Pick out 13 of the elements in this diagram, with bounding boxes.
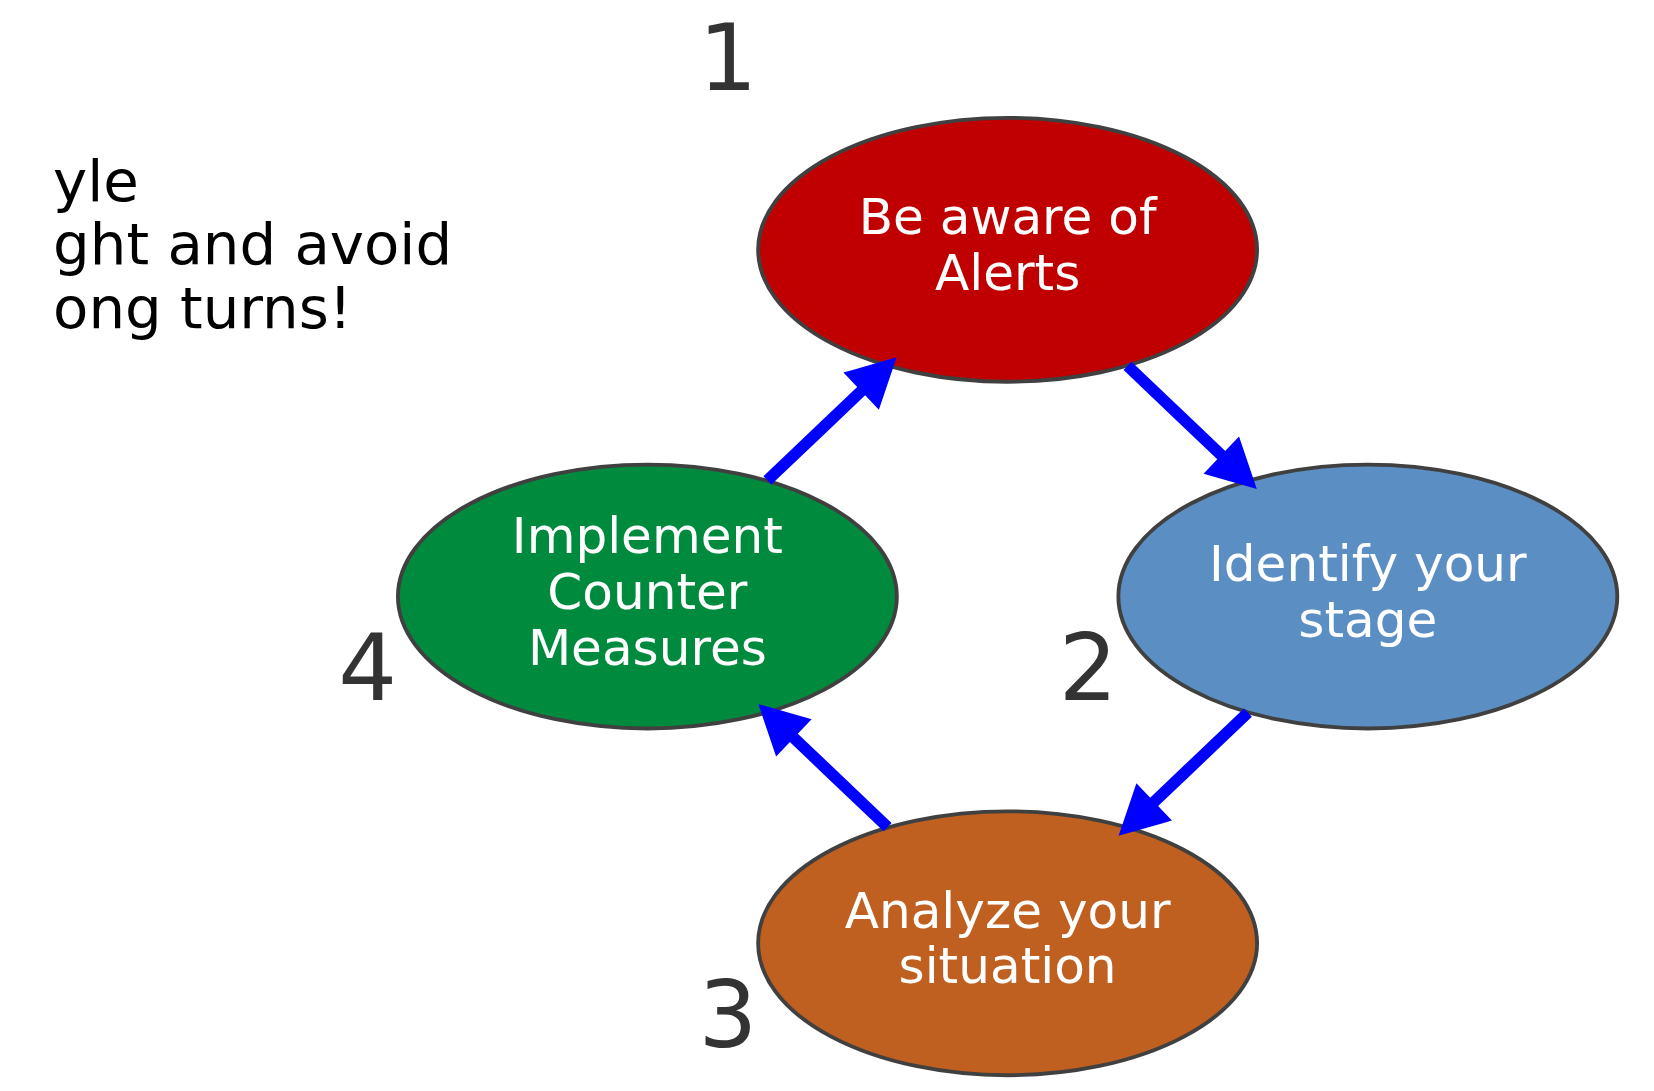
label: yle (52, 146, 139, 215)
arrow (757, 704, 892, 832)
node-ellipse: Analyze your situation (755, 809, 1259, 1078)
node-label: 3 (697, 961, 757, 1070)
node-ellipse: Be aware of Alerts (755, 115, 1259, 384)
arrow (1118, 708, 1252, 836)
node-label: 2 (1058, 614, 1117, 723)
node-label: 1 (697, 3, 757, 112)
node-ellipse: Implement Counter Measures (395, 462, 899, 731)
arrow (762, 357, 897, 485)
node-ellipse: Identify your stage (1115, 462, 1619, 731)
node-label: 4 (337, 614, 397, 723)
arrow (1123, 361, 1257, 489)
